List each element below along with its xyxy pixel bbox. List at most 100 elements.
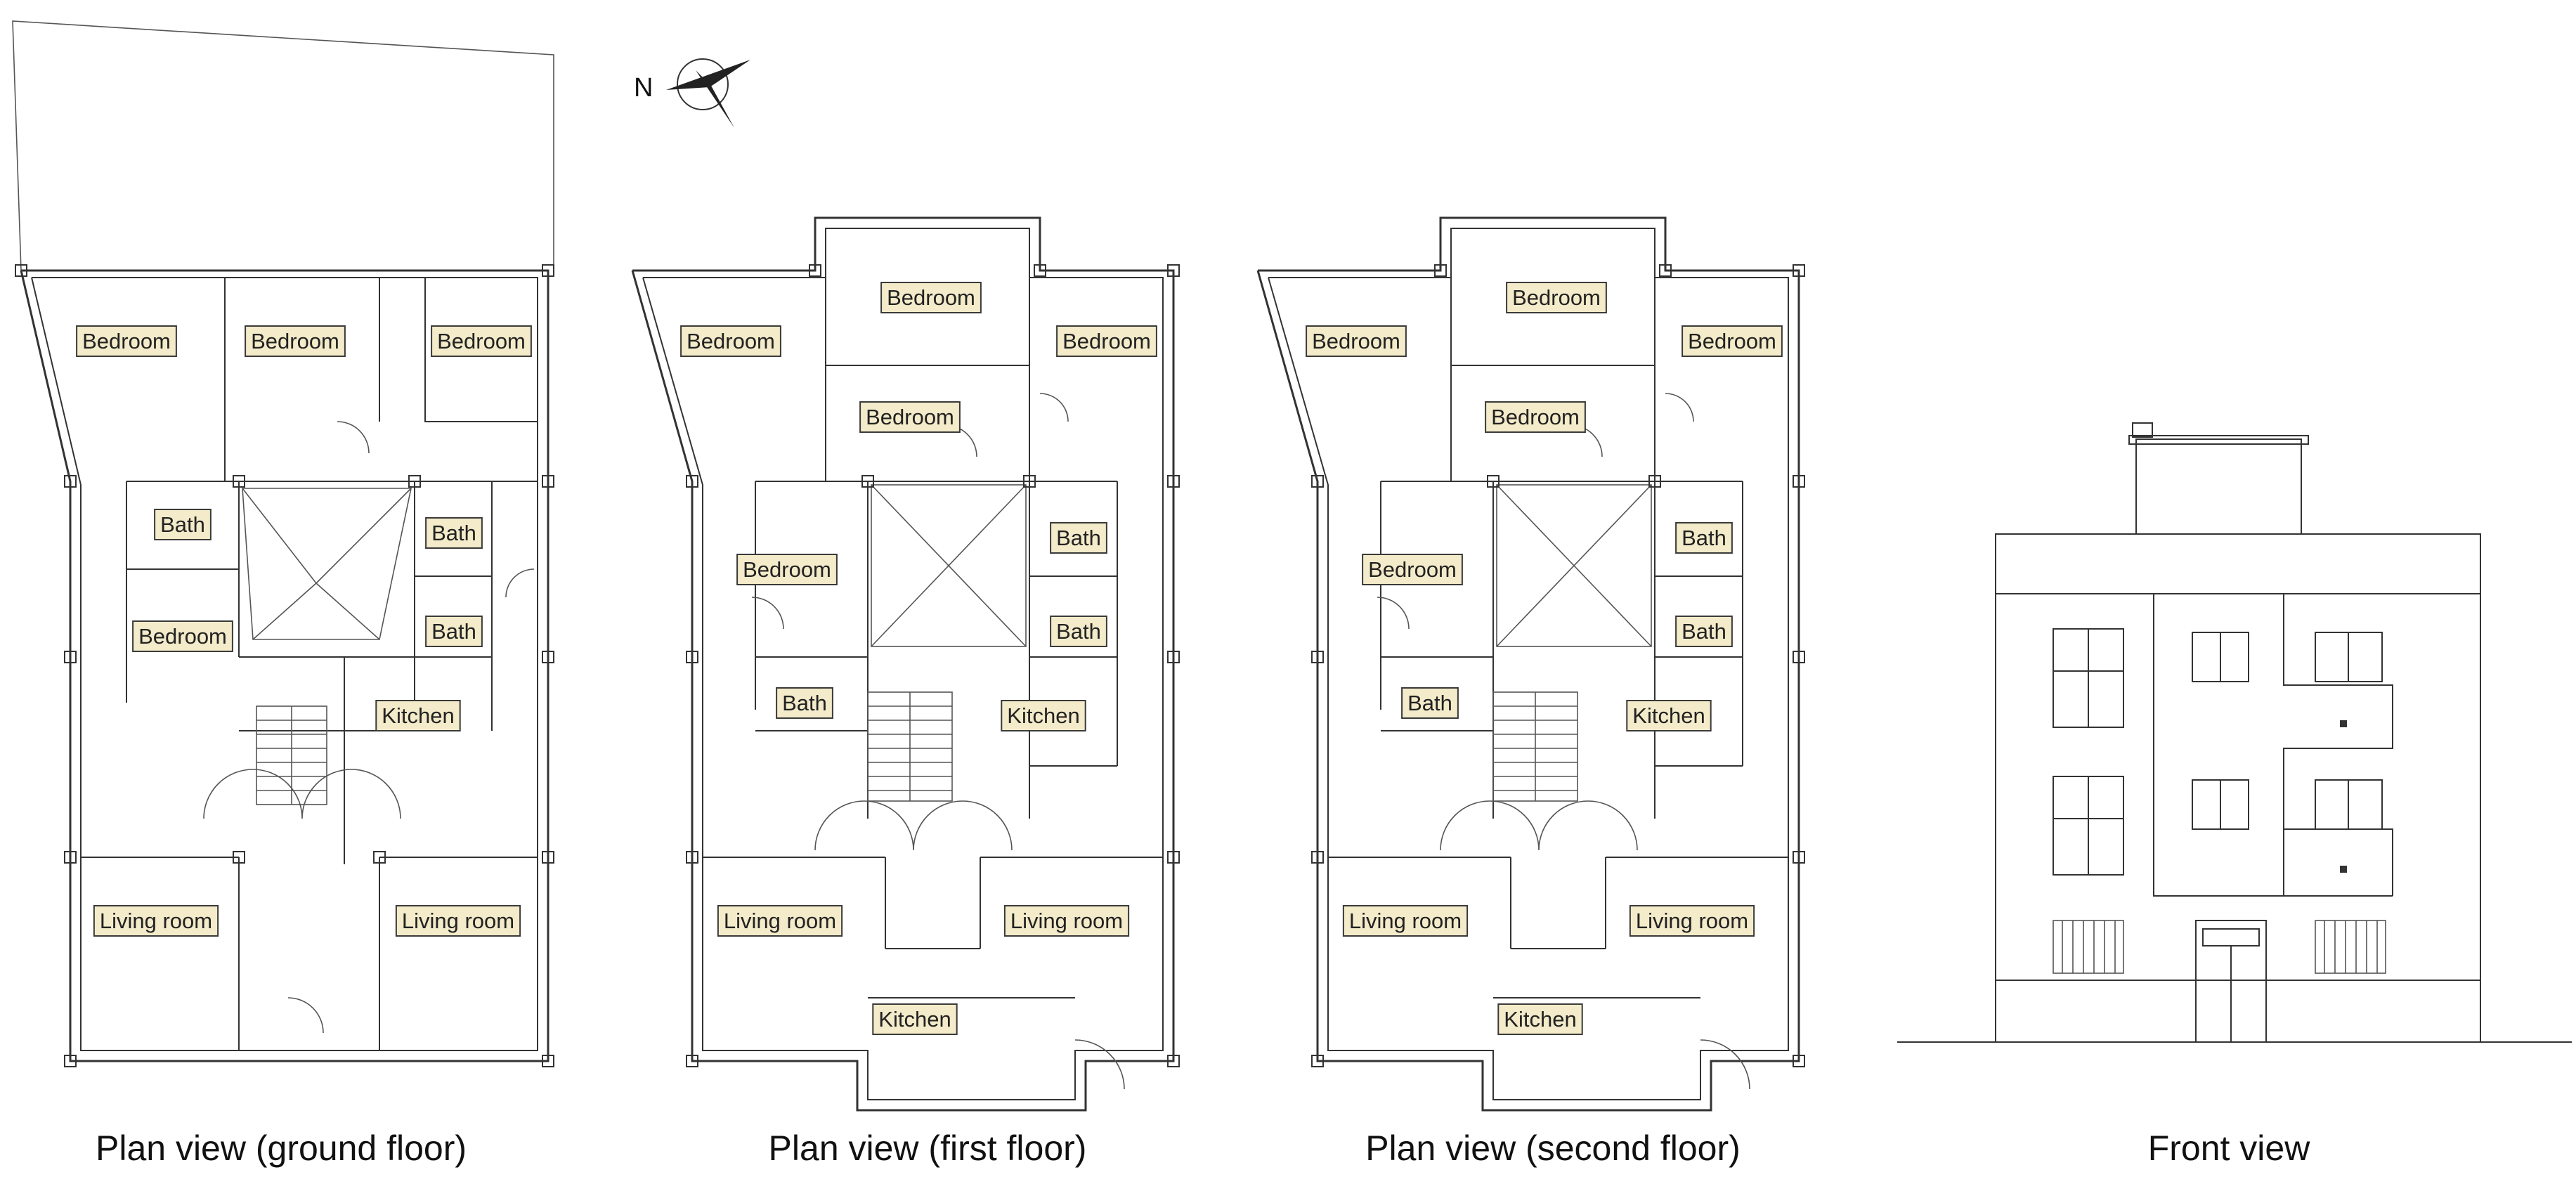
room-label: Bath [776,687,833,719]
room-label-box [776,687,833,719]
room-label: Bath [425,517,483,549]
interior-walls [703,278,1163,998]
caption-front-view: Front view [2147,1128,2310,1168]
roof-slab [2128,435,2309,445]
north-arrow-tail [696,70,734,128]
room-label: Living room [1003,905,1130,937]
void-cross [1496,484,1652,647]
facade-vents [2340,720,2347,873]
north-label: N [634,73,653,103]
caption-first-floor: Plan view (first floor) [768,1128,1087,1168]
north-arrow-circle [677,58,729,110]
outer-wall-inner [1268,228,1789,1100]
room-label: Bedroom [736,554,838,585]
room-label: Bedroom [1506,282,1607,313]
room-label: Bedroom [1681,325,1783,357]
column-markers [15,264,554,1067]
room-label-text: Living room [1010,909,1123,933]
room-label: Bath [425,616,483,647]
room-label: Bedroom [245,325,346,357]
room-label-text: Bath [1407,691,1452,715]
room-label-text: Living room [724,909,836,933]
room-label-text: Bath [1056,526,1101,550]
room-label-text: Bedroom [82,329,171,353]
outer-wall [20,269,549,1062]
room-label: Bedroom [680,325,781,357]
entrance-door [2195,920,2267,1043]
room-label-box [736,554,838,585]
staircase [1492,691,1578,802]
plan-ground-floor [12,20,554,1067]
room-label: Kitchen [1001,700,1086,731]
room-label: Bedroom [1362,554,1463,585]
room-label: Living room [93,905,219,937]
room-label: Bedroom [880,282,982,313]
staircase [256,705,327,805]
facade-outline [1995,533,2481,1043]
staircase [867,691,953,802]
room-label-box [132,620,233,652]
room-label-text: Bedroom [251,329,339,353]
room-label-text: Bedroom [887,285,975,310]
room-label: Kitchen [1497,1003,1583,1035]
room-label-box [375,700,461,731]
windows [696,217,1138,1111]
room-label-text: Kitchen [382,703,454,728]
room-label-box [680,325,781,357]
room-label: Living room [395,905,521,937]
room-label-text: Living room [100,909,212,933]
room-label-box [717,905,843,937]
room-label-box [1342,905,1469,937]
room-label-text: Bedroom [1491,405,1580,429]
room-label: Bedroom [431,325,532,357]
room-label-text: Kitchen [1632,703,1705,728]
basement-grilles [2053,920,2386,974]
outer-wall [631,216,1175,1112]
plan-second-floor [1256,216,1805,1112]
roof-stair-enclosure [2135,438,2302,535]
outer-wall-inner [642,228,1164,1100]
door-swings [751,393,1125,1090]
room-label: Bath [154,509,212,540]
room-label-text: Bedroom [138,624,227,649]
room-label-text: Kitchen [1007,703,1079,728]
windows [1321,217,1764,1111]
interior-walls [1328,278,1788,998]
north-arrow: N [634,58,750,128]
room-label-box [1401,687,1459,719]
room-label-text: Bedroom [866,405,954,429]
caption-ground-floor: Plan view (ground floor) [95,1128,467,1168]
door-swings [203,421,535,1034]
room-label-box [154,509,212,540]
room-label-text: Bedroom [687,329,775,353]
facade-reliefs [2153,594,2393,897]
room-label-text: Bedroom [743,557,831,582]
room-label: Bath [1675,522,1733,554]
room-label-box [1050,522,1107,554]
room-label-box [76,325,177,357]
room-label-box [1629,905,1755,937]
room-label-box [1056,325,1157,357]
room-label: Kitchen [1626,700,1712,731]
void-outline [871,484,1027,647]
room-label-box [1485,401,1586,433]
chimney [2132,422,2153,438]
room-label-text: Bedroom [437,329,526,353]
room-label-box [1681,325,1783,357]
room-label-box [1675,522,1733,554]
column-markers [686,264,1180,1067]
site-boundary [12,20,554,271]
room-label-box [872,1003,958,1035]
room-label-box [425,616,483,647]
room-label-box [1626,700,1712,731]
room-label-text: Bath [1681,619,1726,644]
room-label: Bath [1050,522,1107,554]
room-label-box [245,325,346,357]
void-cross [871,484,1027,647]
room-label-text: Bath [160,512,205,537]
room-label-box [1050,616,1107,647]
outer-wall-inner [31,277,538,1051]
